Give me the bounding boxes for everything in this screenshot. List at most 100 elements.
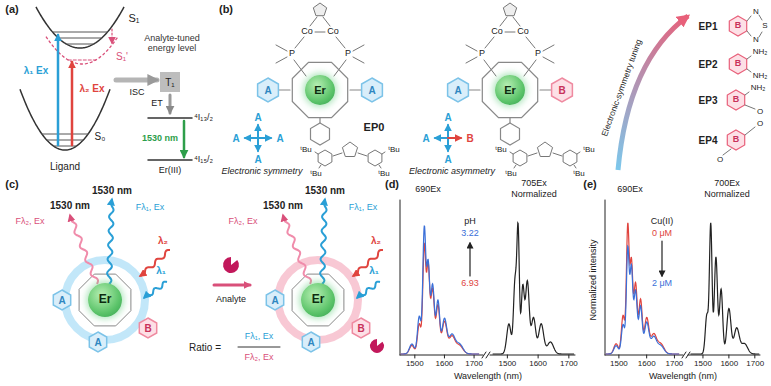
bond bbox=[759, 15, 762, 20]
atom-label: N bbox=[753, 8, 759, 17]
ratiometric-complex bbox=[266, 199, 384, 353]
bond bbox=[747, 69, 751, 72]
axis-break bbox=[482, 352, 486, 358]
symmetry-arrow bbox=[258, 137, 271, 139]
erbium-ion: Er bbox=[88, 283, 122, 317]
ratiometric-complex bbox=[53, 199, 170, 352]
unit-label: A bbox=[422, 133, 429, 144]
bond bbox=[379, 165, 381, 168]
atom-label: P bbox=[345, 49, 351, 59]
series-label: 690Ex bbox=[617, 185, 643, 195]
series-label: 700Ex bbox=[714, 179, 740, 189]
axis-title: Normalized intensity bbox=[589, 239, 599, 320]
sandwich-complex bbox=[448, 3, 573, 145]
unit-label: A bbox=[254, 112, 261, 123]
y-axis bbox=[605, 200, 606, 355]
bond bbox=[745, 127, 755, 135]
benzene-ring bbox=[311, 123, 330, 145]
group-label: ᵗBu bbox=[583, 146, 595, 155]
formula-text: Fλ₁, Ex bbox=[245, 332, 274, 342]
spectrum-curve bbox=[606, 223, 680, 354]
bond bbox=[323, 17, 330, 26]
axis-tick bbox=[646, 355, 647, 358]
tick-label: 1600 bbox=[529, 360, 547, 369]
bond bbox=[526, 37, 535, 48]
vibrational-level bbox=[53, 32, 108, 33]
bond bbox=[319, 165, 321, 168]
jablonski-diagram bbox=[20, 7, 192, 160]
glow-ring bbox=[278, 260, 358, 340]
legend-value: 2 μM bbox=[652, 279, 672, 289]
reaction-arrow bbox=[214, 284, 250, 287]
group-label: ᵗBu bbox=[495, 146, 507, 155]
axis-tick bbox=[674, 355, 675, 358]
bond bbox=[553, 153, 562, 156]
axis-break bbox=[486, 352, 490, 358]
spectrum-curve bbox=[401, 244, 480, 354]
tick-label: 1500 bbox=[406, 360, 424, 369]
caption-text: Electronic asymmetry bbox=[409, 167, 495, 177]
vibrational-level bbox=[66, 44, 93, 45]
legend-value: 0 μM bbox=[652, 229, 672, 239]
bond bbox=[484, 60, 496, 76]
axis-tick bbox=[444, 355, 445, 358]
trend-arrow bbox=[469, 243, 470, 276]
glow-ring bbox=[65, 260, 145, 340]
sensing-scheme bbox=[53, 199, 384, 353]
bond bbox=[524, 60, 536, 76]
bond bbox=[540, 89, 551, 90]
symmetry-arrow bbox=[448, 137, 461, 139]
level-label: ⁴I₁₅/₂ bbox=[194, 155, 213, 165]
emission-wave bbox=[320, 199, 326, 284]
tuned-level bbox=[68, 60, 95, 61]
erbium-level bbox=[148, 159, 192, 161]
intensity-label: Fλ₂, Ex bbox=[229, 217, 258, 227]
atom-label: Co bbox=[491, 27, 503, 37]
tick-label: 1500 bbox=[610, 360, 628, 369]
ion-symbol: Er bbox=[504, 84, 516, 96]
group-label: ᵗBu bbox=[300, 146, 312, 155]
bond bbox=[315, 32, 325, 33]
bond bbox=[294, 60, 306, 76]
emission-wave bbox=[107, 199, 113, 284]
axis-tick bbox=[507, 355, 508, 358]
bond bbox=[745, 105, 755, 109]
bond bbox=[500, 17, 507, 26]
excitation-label: λ₁ bbox=[156, 265, 166, 276]
emission-label: 1530 nm bbox=[305, 185, 345, 196]
bond bbox=[336, 37, 345, 48]
panel-letter: (c) bbox=[5, 178, 18, 190]
unit-label: A bbox=[368, 85, 375, 96]
bond bbox=[353, 45, 364, 51]
axis-title: Wavelength (nm) bbox=[454, 372, 522, 382]
excitation-label: λ₁ bbox=[369, 265, 379, 276]
excitation-label: λ₁ Ex bbox=[24, 65, 49, 76]
bond bbox=[319, 118, 320, 123]
donor-unit bbox=[552, 78, 573, 102]
ion-symbol: Er bbox=[314, 84, 326, 96]
phenyl-ring bbox=[368, 150, 382, 166]
unit-label: A bbox=[271, 295, 278, 306]
bond bbox=[279, 89, 290, 90]
emission-arrow bbox=[183, 121, 186, 157]
group-label: ᵗBu bbox=[310, 170, 322, 179]
vibrational-level bbox=[53, 146, 76, 147]
bond bbox=[334, 60, 346, 76]
bond bbox=[353, 57, 364, 63]
series-label: Normalized bbox=[511, 190, 557, 200]
unit-label: A bbox=[444, 112, 451, 123]
unit-label: B bbox=[735, 59, 742, 69]
acceptor-unit bbox=[139, 318, 156, 338]
acceptor-unit bbox=[352, 318, 369, 338]
spectrum-curve bbox=[606, 246, 680, 354]
spectrum-curve bbox=[493, 223, 574, 354]
bond bbox=[505, 32, 515, 33]
legend-title: pH bbox=[464, 217, 476, 227]
axis-tick bbox=[568, 355, 569, 358]
emission-label: 1530 nm bbox=[263, 200, 303, 211]
axis-tick bbox=[728, 355, 729, 358]
atom-label: O bbox=[717, 156, 723, 165]
panel-letter: (d) bbox=[385, 178, 399, 190]
compound-label: EP1 bbox=[699, 21, 718, 32]
macrocycle-ring bbox=[292, 274, 344, 326]
